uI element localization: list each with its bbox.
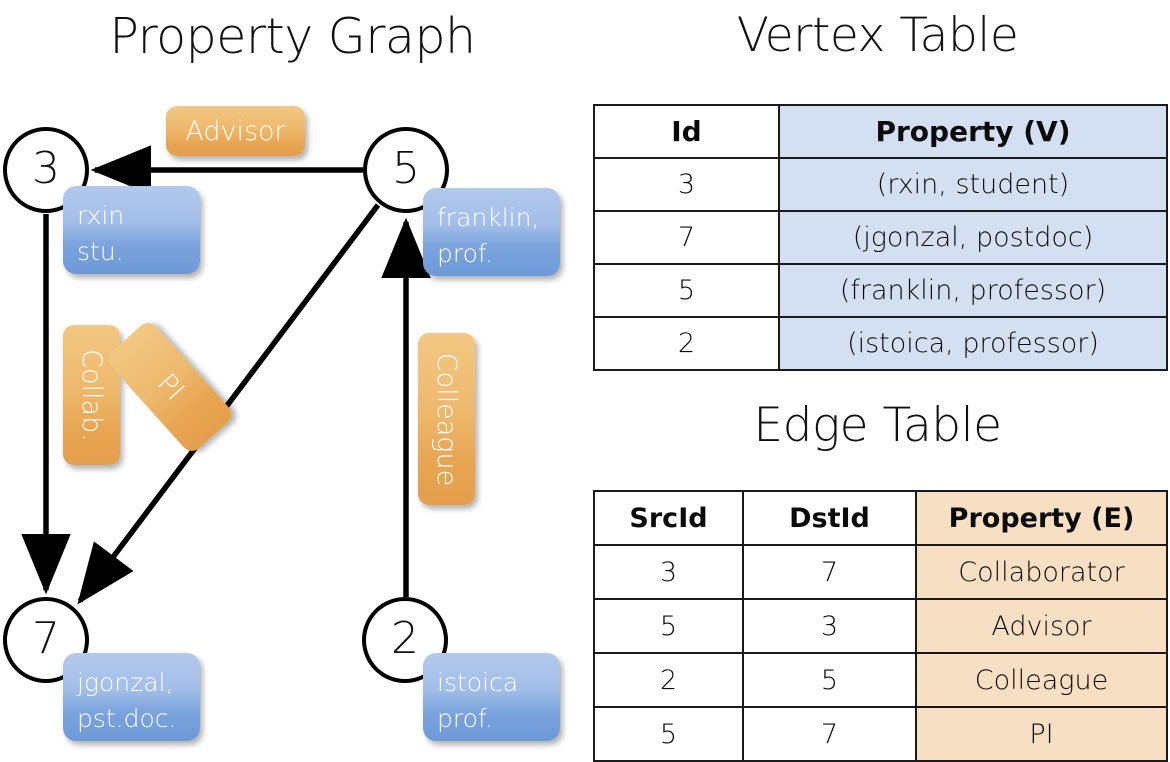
edge-label-colleague: Colleague (418, 333, 475, 505)
vertex-row-2-id: 5 (593, 263, 780, 318)
vertex-property-bubble-jgonzal: jgonzal, pst.doc. (63, 653, 200, 741)
vertex-property-franklin-line2: prof. (437, 238, 493, 268)
vertex-table-header-property: Property (V) (778, 104, 1168, 159)
edge-table-header-srcid: SrcId (593, 490, 744, 546)
graph-vertex-7-label: 7 (32, 613, 60, 665)
vertex-row-0-property: (rxin, student) (778, 157, 1168, 212)
vertex-table-header-row: Id Property (V) (593, 104, 1168, 159)
edge-label-advisor-text: Advisor (185, 115, 286, 147)
edge-row-2-src: 2 (593, 652, 744, 708)
vertex-property-bubble-istoica: istoica prof. (423, 653, 560, 741)
edge-row-0-src: 3 (593, 544, 744, 600)
edge-row-1-dst: 3 (742, 598, 917, 654)
edge-table-header-dstid: DstId (742, 490, 917, 546)
vertex-property-jgonzal-line1: jgonzal, (77, 668, 174, 697)
vertex-property-bubble-rxin: rxin stu. (63, 186, 200, 274)
vertex-property-rxin-line1: rxin (77, 201, 125, 230)
table-row[interactable]: 3 7 Collaborator (593, 544, 1168, 600)
page-title-property-graph: Property Graph (109, 8, 476, 65)
edge-label-colleague-text: Colleague (431, 352, 462, 486)
edge-label-collab-text: Collab. (76, 348, 107, 442)
vertex-property-istoica-line1: istoica (437, 668, 519, 697)
edge-row-3-dst: 7 (742, 706, 917, 762)
vertex-table: Id Property (V) 3 (rxin, student) 7 (jgo… (593, 104, 1168, 371)
page-title-edge-table: Edge Table (753, 398, 1002, 453)
graph-vertex-2-label: 2 (391, 613, 419, 665)
table-row[interactable]: 5 3 Advisor (593, 598, 1168, 654)
table-row[interactable]: 5 (franklin, professor) (593, 263, 1168, 318)
edge-label-collab: Collab. (63, 325, 120, 465)
edge-line-5-to-7 (77, 203, 381, 605)
graph-vertex-5[interactable]: 5 (363, 127, 449, 213)
edge-row-0-property: Collaborator (915, 544, 1168, 600)
vertex-row-1-id: 7 (593, 210, 780, 265)
graph-vertex-2[interactable]: 2 (362, 597, 448, 683)
graph-vertex-3-label: 3 (32, 143, 60, 195)
table-row[interactable]: 5 7 PI (593, 706, 1168, 762)
vertex-row-3-property: (istoica, professor) (778, 316, 1168, 371)
table-row[interactable]: 3 (rxin, student) (593, 157, 1168, 212)
edge-row-1-property: Advisor (915, 598, 1168, 654)
vertex-row-3-id: 2 (593, 316, 780, 371)
edge-label-pi-text: PI (150, 367, 190, 407)
table-row[interactable]: 7 (jgonzal, postdoc) (593, 210, 1168, 265)
vertex-row-2-property: (franklin, professor) (778, 263, 1168, 318)
table-row[interactable]: 2 (istoica, professor) (593, 316, 1168, 371)
vertex-table-header-id: Id (593, 104, 780, 159)
vertex-property-jgonzal-line2: pst.doc. (77, 703, 177, 733)
edge-table-header-property: Property (E) (915, 490, 1168, 546)
vertex-row-1-property: (jgonzal, postdoc) (778, 210, 1168, 265)
edge-row-3-property: PI (915, 706, 1168, 762)
vertex-property-istoica-line2: prof. (437, 703, 493, 733)
vertex-property-rxin-line2: stu. (77, 236, 124, 266)
edge-table-header-row: SrcId DstId Property (E) (593, 490, 1168, 546)
edge-row-3-src: 5 (593, 706, 744, 762)
edge-row-2-dst: 5 (742, 652, 917, 708)
property-graph-diagram: 3 5 7 2 rxin stu. franklin, prof. jgonza… (0, 0, 585, 760)
page-title-vertex-table: Vertex Table (736, 8, 1019, 63)
vertex-property-franklin-line1: franklin, (437, 203, 540, 232)
edge-label-advisor: Advisor (166, 106, 305, 156)
edge-row-0-dst: 7 (742, 544, 917, 600)
graph-edge-lines (21, 145, 431, 605)
edge-table: SrcId DstId Property (E) 3 7 Collaborato… (593, 490, 1168, 762)
table-row[interactable]: 2 5 Colleague (593, 652, 1168, 708)
vertex-row-0-id: 3 (593, 157, 780, 212)
edge-row-2-property: Colleague (915, 652, 1168, 708)
graph-vertex-5-label: 5 (392, 143, 420, 195)
vertex-property-bubble-franklin: franklin, prof. (423, 188, 560, 276)
edge-row-1-src: 5 (593, 598, 744, 654)
